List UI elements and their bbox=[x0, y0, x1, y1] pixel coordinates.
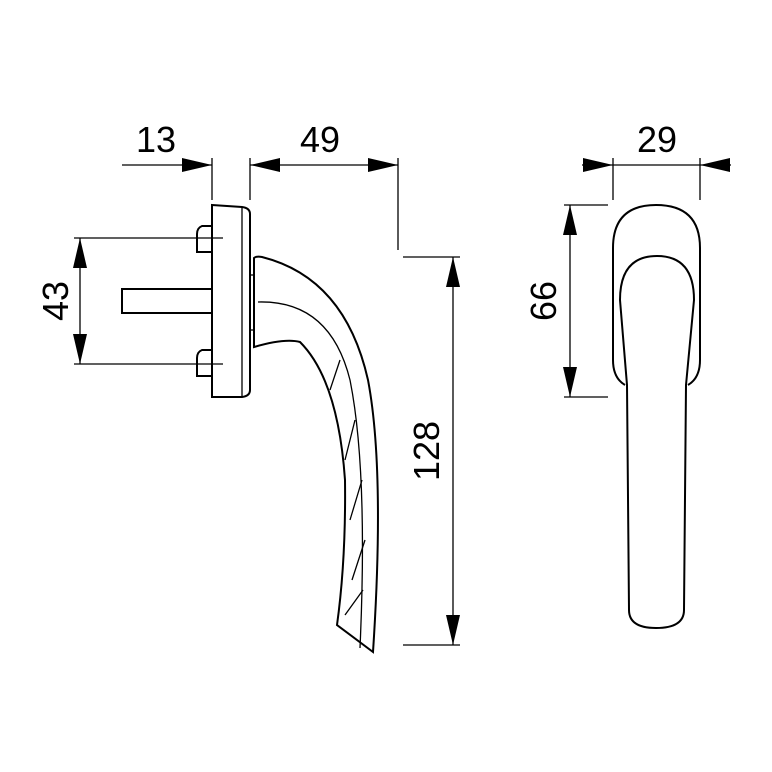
dim-128-label: 128 bbox=[406, 421, 447, 481]
dim-43-label: 43 bbox=[35, 281, 76, 321]
dimension-66: 66 bbox=[523, 204, 608, 398]
front-view: 29 66 bbox=[523, 119, 731, 630]
dim-13-label: 13 bbox=[136, 119, 176, 160]
spindle bbox=[121, 288, 213, 314]
bolt-top bbox=[185, 225, 223, 253]
bolt-bottom bbox=[185, 349, 223, 377]
handle-front bbox=[618, 254, 696, 630]
dim-66-label: 66 bbox=[523, 281, 564, 321]
dimension-43: 43 bbox=[35, 237, 185, 365]
handle-side bbox=[250, 255, 379, 654]
dim-49-label: 49 bbox=[300, 119, 340, 160]
dimension-29: 29 bbox=[582, 119, 731, 200]
dimension-13: 13 bbox=[122, 119, 251, 200]
dimension-128: 128 bbox=[403, 256, 460, 646]
side-view: 13 49 43 128 bbox=[35, 119, 460, 654]
dim-29-label: 29 bbox=[637, 119, 677, 160]
dimension-49: 49 bbox=[250, 119, 399, 250]
rosette-front bbox=[612, 203, 701, 386]
rosette-side bbox=[211, 203, 251, 398]
